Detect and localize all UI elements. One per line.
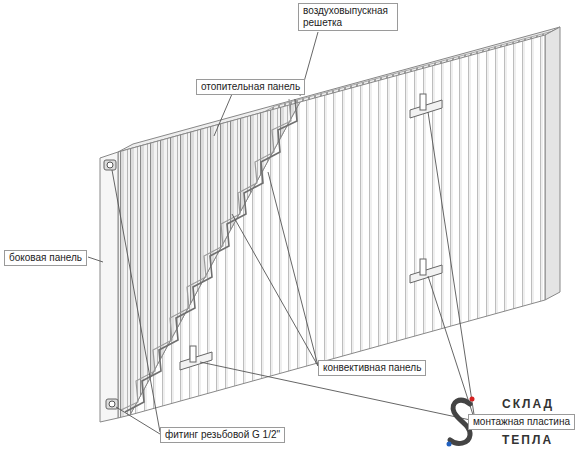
callout-box: конвективная панель	[318, 360, 426, 376]
callout-text: воздуховыпускная решетка	[303, 5, 393, 29]
watermark-text: ТЕПЛА	[502, 433, 553, 447]
callout-box: боковая панель	[4, 250, 87, 266]
callout-text: монтажная пластина	[473, 416, 570, 428]
callout-text: фитинг резьбовой G 1/2"	[165, 429, 280, 441]
callout-box: фитинг резьбовой G 1/2"	[160, 427, 285, 443]
watermark-text: СКЛАД	[502, 397, 554, 411]
callout-text: боковая панель	[9, 252, 82, 264]
callout-text: конвективная панель	[323, 362, 421, 374]
callout-box: монтажная пластина	[468, 414, 575, 430]
callout-box: отопительная панель	[196, 79, 305, 95]
callout-box: воздуховыпускная решетка	[298, 3, 398, 31]
callout-text: отопительная панель	[201, 81, 300, 93]
